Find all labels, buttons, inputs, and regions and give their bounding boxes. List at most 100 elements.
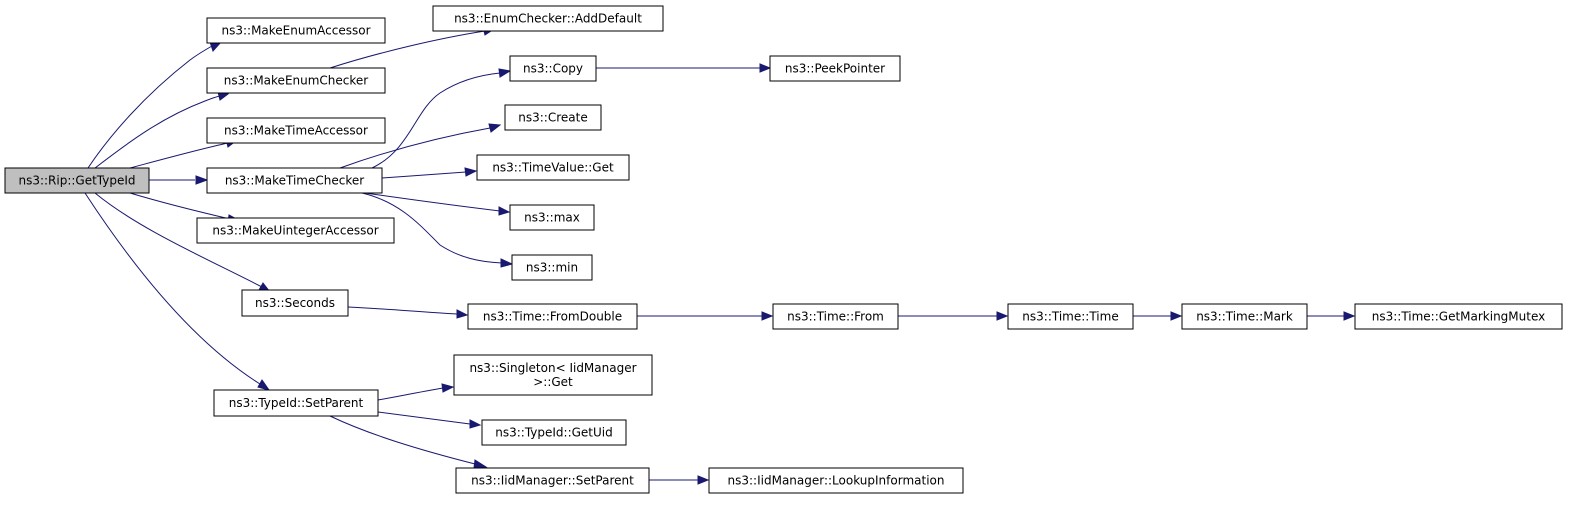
node-label: ns3::Create xyxy=(518,111,587,125)
function-node[interactable]: ns3::Singleton< IidManager >::Get xyxy=(453,354,653,396)
node-box xyxy=(432,5,664,32)
edge-arrowhead xyxy=(195,175,209,185)
edge-line xyxy=(371,72,501,169)
edge-arrowhead xyxy=(456,309,469,319)
node-box xyxy=(1354,303,1563,330)
function-node[interactable]: ns3::MakeTimeAccessor xyxy=(206,117,386,144)
node-box xyxy=(769,55,901,82)
node-label: ns3::EnumChecker::AddDefault xyxy=(454,12,642,26)
edge-line xyxy=(377,411,471,425)
edge-arrowhead xyxy=(473,459,488,469)
edge-arrowhead xyxy=(469,419,482,429)
node-label: ns3::MakeEnumAccessor xyxy=(221,24,370,38)
edge-line xyxy=(87,45,213,169)
node-label: ns3::Time::Time xyxy=(1022,310,1118,324)
edge-line xyxy=(84,192,261,385)
edge-line xyxy=(339,127,491,169)
node-box xyxy=(206,67,386,94)
edge-arrowhead xyxy=(759,63,772,73)
node-label: ns3::Time::FromDouble xyxy=(483,310,622,324)
function-node[interactable]: ns3::Copy xyxy=(509,55,597,82)
node-label: ns3::MakeTimeAccessor xyxy=(224,124,368,138)
function-node[interactable]: ns3::max xyxy=(509,204,595,231)
function-node[interactable]: ns3::Time::Mark xyxy=(1181,303,1308,330)
edge-n22-to-n23 xyxy=(649,475,710,485)
edge-line xyxy=(129,192,231,220)
node-box xyxy=(4,167,150,194)
edge-root-to-n5 xyxy=(149,175,209,185)
edge-n5-to-n6 xyxy=(371,68,512,169)
function-node[interactable]: ns3::MakeUintegerAccessor xyxy=(196,217,395,244)
node-box xyxy=(206,167,383,194)
function-node[interactable]: ns3::MakeEnumChecker xyxy=(206,67,386,94)
node-box xyxy=(213,389,379,417)
function-node[interactable]: ns3::TimeValue::Get xyxy=(476,154,630,181)
edge-arrowhead xyxy=(464,167,478,177)
function-node[interactable]: ns3::EnumChecker::AddDefault xyxy=(432,5,664,32)
node-label: ns3::IidManager::LookupInformation xyxy=(728,474,945,488)
node-box xyxy=(476,154,630,181)
edge-arrowhead xyxy=(498,68,512,78)
function-node[interactable]: ns3::TypeId::GetUid xyxy=(481,419,627,446)
edge-line xyxy=(329,30,486,69)
edge-n19-to-n21 xyxy=(377,411,482,429)
function-node[interactable]: ns3::Time::From xyxy=(772,303,899,330)
edge-n5-to-n8 xyxy=(339,123,502,169)
node-box xyxy=(708,467,964,494)
node-box xyxy=(206,117,386,144)
node-label: ns3::Rip::GetTypeId xyxy=(18,174,135,188)
node-label: ns3::MakeEnumChecker xyxy=(224,74,369,88)
node-label: ns3::Seconds xyxy=(255,296,335,310)
edge-n13-to-n14 xyxy=(347,306,469,319)
call-graph-edges xyxy=(84,26,1356,485)
edge-n15-to-n16 xyxy=(898,311,1009,321)
node-label: >::Get xyxy=(533,375,573,389)
node-box xyxy=(196,217,395,244)
node-label: ns3::TypeId::SetParent xyxy=(229,396,364,410)
function-node[interactable]: ns3::Time::FromDouble xyxy=(467,303,638,330)
edge-line xyxy=(129,142,229,169)
edge-line xyxy=(377,387,444,401)
node-box xyxy=(455,467,650,494)
function-node[interactable]: ns3::IidManager::LookupInformation xyxy=(708,467,964,494)
function-node[interactable]: ns3::IidManager::SetParent xyxy=(455,467,650,494)
edge-line xyxy=(94,192,263,288)
call-graph-nodes: ns3::Rip::GetTypeId ns3::MakeEnumAccessor… xyxy=(4,5,1563,494)
node-box xyxy=(1007,303,1134,330)
node-label: ns3::Time::From xyxy=(787,310,884,324)
node-box xyxy=(511,254,593,281)
edge-arrowhead xyxy=(441,383,455,393)
function-node[interactable]: ns3::min xyxy=(511,254,593,281)
function-node[interactable]: ns3::MakeTimeChecker xyxy=(206,167,383,194)
edge-n19-to-n22 xyxy=(329,415,488,469)
edge-arrowhead xyxy=(257,379,271,391)
edge-n16-to-n17 xyxy=(1133,311,1183,321)
node-label: ns3::min xyxy=(526,261,578,275)
edge-n17-to-n18 xyxy=(1307,311,1356,321)
node-label: ns3::max xyxy=(524,211,580,225)
node-label: ns3::MakeTimeChecker xyxy=(225,174,364,188)
function-node[interactable]: ns3::Time::Time xyxy=(1007,303,1134,330)
edge-n5-to-n11 xyxy=(361,192,514,268)
function-node[interactable]: ns3::PeekPointer xyxy=(769,55,901,82)
function-node[interactable]: ns3::MakeEnumAccessor xyxy=(206,17,386,44)
node-label: ns3::Time::Mark xyxy=(1196,310,1293,324)
edge-arrowhead xyxy=(1343,311,1356,321)
edge-line xyxy=(361,192,503,264)
function-node[interactable]: ns3::TypeId::SetParent xyxy=(213,389,379,417)
edge-root-to-n2 xyxy=(94,91,230,169)
edge-n5-to-n10 xyxy=(364,192,511,216)
edge-arrowhead xyxy=(500,258,514,268)
node-label: ns3::PeekPointer xyxy=(785,62,885,76)
node-label: ns3::Singleton< IidManager xyxy=(469,361,636,375)
node-box xyxy=(504,104,602,131)
root-function-node[interactable]: ns3::Rip::GetTypeId xyxy=(4,167,150,194)
edge-arrowhead xyxy=(488,123,502,133)
function-node[interactable]: ns3::Seconds xyxy=(241,289,349,317)
function-node[interactable]: ns3::Create xyxy=(504,104,602,131)
edge-line xyxy=(381,171,467,179)
node-box xyxy=(772,303,899,330)
edge-arrowhead xyxy=(697,475,710,485)
function-node[interactable]: ns3::Time::GetMarkingMutex xyxy=(1354,303,1563,330)
